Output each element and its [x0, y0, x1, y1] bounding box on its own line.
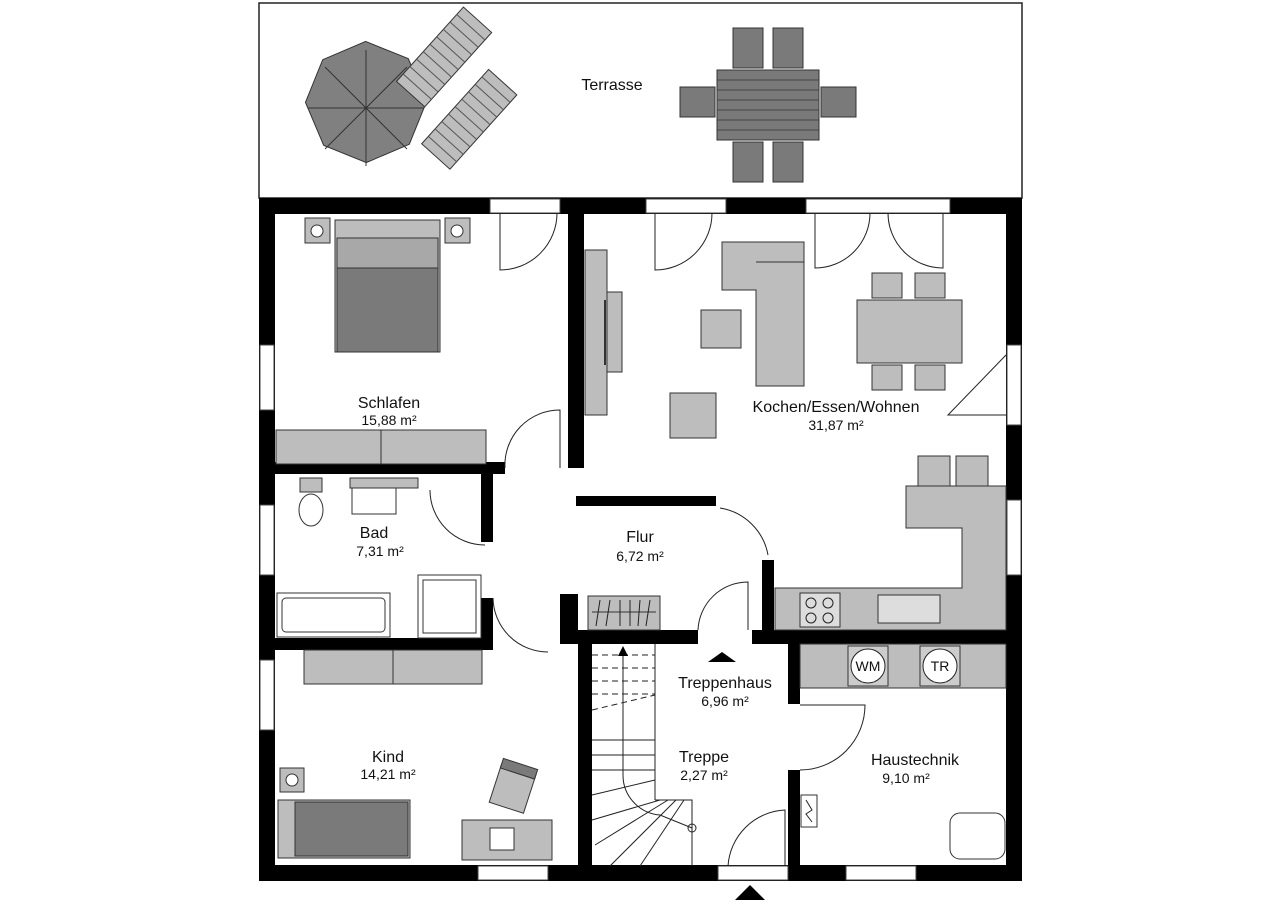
room-name-kochen: Kochen/Essen/Wohnen	[753, 399, 920, 416]
coat-rack-icon	[587, 595, 661, 631]
door-swings	[429, 212, 1007, 867]
washer-label: WM	[856, 658, 881, 674]
dining-table-icon	[856, 272, 963, 391]
kitchen-counter-icon	[774, 455, 1007, 631]
nightstand-icon	[279, 767, 305, 793]
wardrobe-icon	[275, 429, 487, 465]
room-area-haustechnik: 9,10 m²	[882, 770, 930, 786]
armchair-icon	[669, 392, 717, 439]
office-chair-icon	[488, 757, 539, 814]
room-name-kind: Kind	[372, 749, 404, 766]
coffee-table-icon	[700, 309, 742, 349]
room-area-flur: 6,72 m²	[616, 548, 664, 564]
toilet-icon	[298, 477, 324, 527]
room-area-bad: 7,31 m²	[356, 543, 404, 559]
room-name-treppe: Treppe	[679, 749, 729, 766]
sink-icon	[349, 477, 419, 515]
room-area-kochen: 31,87 m²	[808, 417, 864, 433]
dryer-label: TR	[931, 658, 950, 674]
room-area-treppenhaus: 6,96 m²	[701, 693, 749, 709]
staircase-icon	[591, 644, 697, 867]
room-area-kind: 14,21 m²	[360, 766, 416, 782]
room-area-schlafen: 15,88 m²	[361, 412, 417, 428]
dryer-icon: TR	[922, 648, 958, 684]
electric-meter-icon	[800, 794, 818, 828]
room-name-terrasse: Terrasse	[581, 77, 642, 94]
windows	[259, 198, 1022, 881]
sofa-icon	[721, 241, 805, 387]
room-name-bad: Bad	[360, 525, 388, 542]
shower-icon	[417, 574, 482, 639]
bathtub-icon	[276, 592, 391, 638]
room-name-schlafen: Schlafen	[358, 395, 420, 412]
room-area-treppe: 2,27 m²	[680, 767, 728, 783]
main-entrance-arrow-icon	[735, 885, 765, 900]
double-bed-icon	[334, 219, 441, 353]
room-name-treppenhaus: Treppenhaus	[678, 675, 772, 692]
entrance-arrow-icon	[708, 652, 736, 662]
desk-icon	[461, 819, 553, 861]
sun-lounger-icon	[395, 6, 518, 170]
heating-tank-icon	[949, 812, 1006, 860]
washing-machine-icon: WM	[850, 648, 886, 684]
dresser-icon	[303, 649, 483, 685]
laundry-counter-icon	[799, 643, 1007, 689]
terrace-table-icon	[679, 27, 857, 183]
room-name-flur: Flur	[626, 529, 654, 546]
nightstand-icon	[304, 217, 471, 244]
room-name-haustechnik: Haustechnik	[871, 752, 960, 769]
tv-cabinet-icon	[584, 249, 623, 416]
single-bed-icon	[277, 799, 411, 859]
